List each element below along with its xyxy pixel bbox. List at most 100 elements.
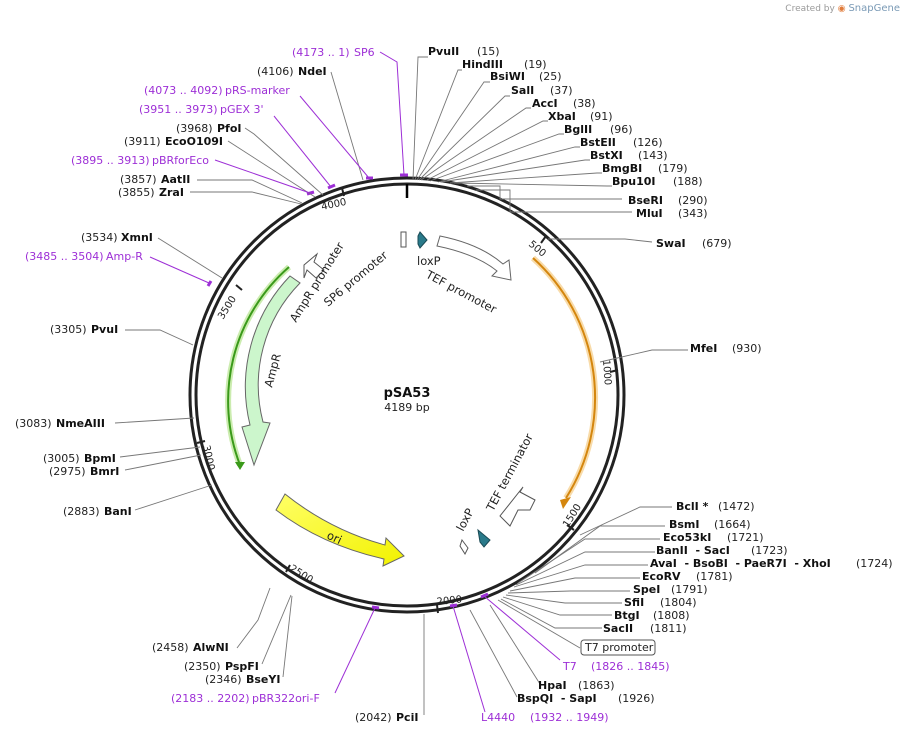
leader-ecorv [509,577,640,592]
leader-sacii [500,598,602,629]
tef-promoter-arrow [436,235,512,281]
primer-pgex3-name: pGEX 3' [220,103,264,116]
tick-1500 [566,524,575,531]
leader-prs-marker [299,95,370,179]
enzyme-bspqi-sapi-pos: (1926) [618,692,655,705]
loxp-bottom-label: loxP [453,506,476,533]
leader-aatii [197,179,303,204]
enzyme-bseri: BseRI [628,194,663,207]
enzyme-bpu10i: Bpu10I [612,175,656,188]
leader-avai [513,564,648,588]
enzyme-sali: SalI [511,84,534,97]
enzyme-hindiii: HindIII [462,58,503,71]
tick-3500 [235,284,243,291]
enzyme-avai-group-pos: (1724) [856,557,893,570]
enzyme-pvui-pos: (3305) [50,323,87,336]
enzyme-bsiwi-pos: (25) [539,70,562,83]
primer-amp-r-name: Amp-R [106,250,143,263]
enzyme-aatii: AatII [161,173,190,186]
enzyme-sacii: SacII [603,622,633,635]
leader-xmni [157,237,223,279]
enzyme-eco53ki: Eco53kI [663,531,711,544]
enzyme-banii-saci-pos: (1723) [751,544,788,557]
enzyme-labels: PvuII (15) HindIII (19) BsiWI (25) SalI … [15,45,893,724]
ori-arrow [275,493,405,567]
ampr-arrow [241,275,301,467]
leader-banii [515,551,655,586]
enzyme-acci: AccI [532,97,558,110]
t7-promoter-box-label: T7 promoter [584,641,654,654]
leader-t7 [483,595,561,661]
enzyme-mlui: MluI [636,207,663,220]
primer-pbrforeco-range: (3895 .. 3913) [71,154,150,167]
leader-pfoi [244,127,324,196]
enzyme-swai: SwaI [656,237,686,250]
enzyme-avai-group: AvaI - BsoBI - PaeR7I - XhoI [650,557,831,570]
enzyme-bsteii: BstEII [580,136,616,149]
leader-pspfi [261,594,292,665]
backbone-outer-strand [188,176,626,614]
tick-3000 [196,440,206,444]
leader-bglii [429,133,564,182]
leader-l4440 [452,605,486,713]
leader-mfei [599,349,688,363]
leader-xbai [426,120,548,181]
primer-prs-marker-name: pRS-marker [225,84,290,97]
enzyme-ecoo109i: EcoO109I [165,135,223,148]
primer-t7-name: T7 [562,660,577,673]
enzyme-mlui-pos: (343) [678,207,708,220]
tick-2500 [285,564,291,573]
tick-label-4000: 4000 [320,197,347,213]
primer-sp6-name: SP6 [354,46,375,59]
orf-arrowhead [560,497,571,509]
enzyme-banii-saci: BanII - SacI [656,544,730,557]
leader-ndei [330,71,364,181]
tick-label-3000: 3000 [200,444,216,471]
enzyme-leader-lines [114,56,688,715]
primer-prs-marker-range: (4073 .. 4092) [144,84,223,97]
plasmid-length: 4189 bp [384,401,429,414]
enzyme-bani: BanI [104,505,132,518]
enzyme-spei: SpeI [633,583,660,596]
backbone [188,176,626,614]
leader-bsmi [534,525,665,574]
enzyme-pvuii-pos: (15) [477,45,500,58]
primer-l4440-range: (1932 .. 1949) [530,711,609,724]
leader-nmeaiii [114,417,195,424]
enzyme-alwni-pos: (2458) [152,641,189,654]
tick-2000 [436,604,439,614]
enzyme-xbai-pos: (91) [590,110,613,123]
leader-btgi [502,596,612,616]
ori-label: ori [325,528,344,547]
enzyme-bani-pos: (2883) [63,505,100,518]
enzyme-ndei: NdeI [298,65,327,78]
ampr-label: AmpR [261,352,283,389]
enzyme-bseyi: BseYI [246,673,280,686]
leader-bani [134,484,213,511]
leader-pvui [125,329,194,346]
enzyme-bcli-pos: (1472) [718,500,755,513]
tick-label-1000: 1000 [600,359,613,385]
enzyme-bglii: BglII [564,123,592,136]
primer-amp-r-range: (3485 .. 3504) [25,250,104,263]
enzyme-swai-pos: (679) [702,237,732,250]
tick-4000 [341,187,345,197]
enzyme-ndei-pos: (4106) [257,65,294,78]
snapgene-logo-icon: ◉ [837,4,846,14]
leader-pbrforeco [214,159,311,194]
loxp-top-label: loxP [417,254,441,268]
enzyme-nmeaiii-pos: (3083) [15,417,52,430]
primer-site-l4440 [449,603,458,608]
leader-spei [507,590,630,594]
enzyme-ecoo109i-pos: (3911) [124,135,161,148]
enzyme-btgi-pos: (1808) [653,609,690,622]
enzyme-eco53ki-pos: (1721) [727,531,764,544]
t7-promoter-marker [459,538,469,556]
enzyme-bpu10i-pos: (188) [673,175,703,188]
primer-labels: (4173 .. 1) SP6 (4073 .. 4092) pRS-marke… [25,46,670,724]
enzyme-hpai: HpaI [538,679,567,692]
enzyme-pfoi: PfoI [217,122,242,135]
primer-sites [206,173,489,610]
leader-sp6 [379,51,405,176]
enzyme-xmni-pos: (3534) [81,231,118,244]
